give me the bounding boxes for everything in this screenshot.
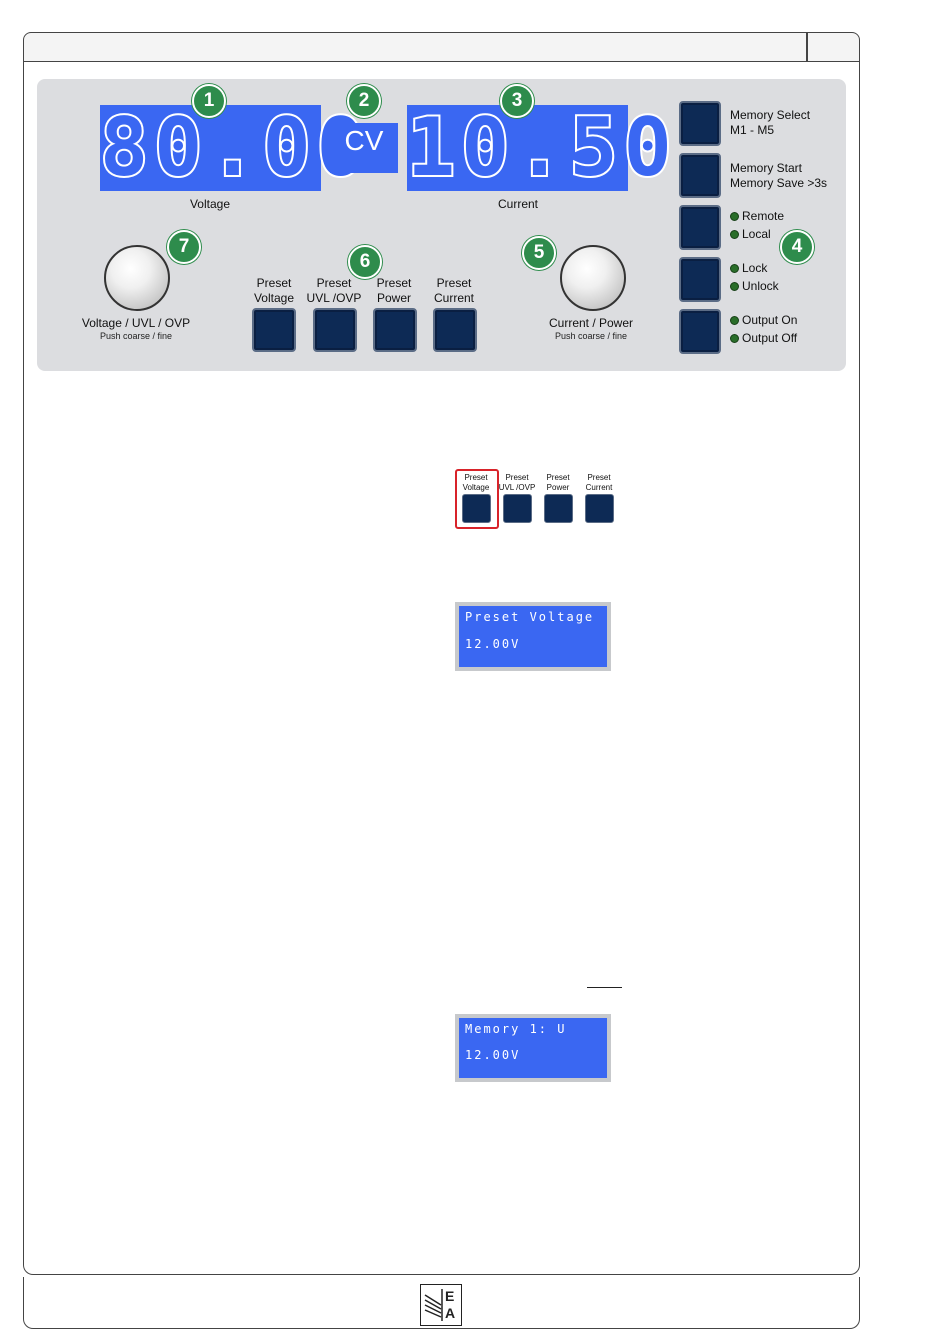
- unlock-label: Unlock: [742, 279, 779, 293]
- mini-preset-uvl-ovp-line2: UVL /OVP: [498, 483, 536, 492]
- mini-preset-power-label: Preset Power: [538, 473, 578, 493]
- mini-preset-current-line1: Preset: [587, 473, 611, 482]
- badge-5: 5: [522, 236, 556, 270]
- preset-power-label: Preset Power: [364, 276, 424, 306]
- mini-preset-uvl-ovp-label: Preset UVL /OVP: [496, 473, 538, 493]
- mini-preset-current-label: Preset Current: [579, 473, 619, 493]
- current-knob-sublabel: Push coarse / fine: [554, 331, 628, 341]
- voltage-knob[interactable]: [104, 245, 170, 311]
- memory-select-label: Memory Select M1 - M5: [730, 108, 810, 138]
- text-underline: [587, 987, 622, 989]
- preset-voltage-highlight: [455, 469, 499, 529]
- lcd-memory-line2: 12.00V: [465, 1048, 521, 1062]
- memory-start-label: Memory Start Memory Save >3s: [730, 161, 827, 191]
- remote-local-button[interactable]: [679, 205, 721, 250]
- current-display: 10.50: [405, 101, 678, 194]
- output-off-label: Output Off: [742, 331, 798, 345]
- voltage-knob-label: Voltage / UVL / OVP: [81, 316, 191, 330]
- output-off-led-icon: [730, 334, 739, 343]
- preset-current-label: Preset Current: [424, 276, 484, 306]
- output-on-led-icon: [730, 316, 739, 325]
- preset-voltage-line1: Preset: [256, 276, 292, 290]
- preset-current-line2: Current: [433, 291, 474, 305]
- page-header-bar: [23, 32, 860, 62]
- voltage-display-value: 80.00: [98, 101, 371, 194]
- mini-preset-power-line1: Preset: [546, 473, 570, 482]
- footer-frame: [23, 1277, 860, 1329]
- mini-preset-voltage-line2: Voltage: [462, 483, 490, 492]
- mode-display: CV: [330, 123, 398, 173]
- mini-preset-power-button[interactable]: [544, 494, 573, 523]
- lcd-preset-voltage-screen: [459, 606, 607, 667]
- preset-uvl-ovp-button[interactable]: [313, 308, 357, 352]
- current-knob[interactable]: [560, 245, 626, 311]
- preset-current-line1: Preset: [436, 276, 472, 290]
- preset-voltage-button[interactable]: [252, 308, 296, 352]
- remote-led-icon: [730, 212, 739, 221]
- mini-preset-power-line2: Power: [546, 483, 570, 492]
- ea-logo-icon: E A: [420, 1284, 462, 1326]
- lcd-memory-screen: [459, 1018, 607, 1078]
- preset-uvl-ovp-label: Preset UVL /OVP: [302, 276, 366, 306]
- preset-power-button[interactable]: [373, 308, 417, 352]
- unlock-led-icon: [730, 282, 739, 291]
- memory-start-line1: Memory Start: [730, 161, 803, 175]
- memory-select-line1: Memory Select: [730, 108, 811, 122]
- mini-preset-voltage-label: Preset Voltage: [456, 473, 496, 493]
- badge-7: 7: [167, 230, 201, 264]
- lock-unlock-button[interactable]: [679, 257, 721, 302]
- memory-select-button[interactable]: [679, 101, 721, 146]
- preset-power-line1: Preset: [376, 276, 412, 290]
- mini-preset-voltage-line1: Preset: [464, 473, 488, 482]
- badge-6: 6: [348, 245, 382, 279]
- voltage-knob-sublabel: Push coarse / fine: [99, 331, 173, 341]
- lock-led-icon: [730, 264, 739, 273]
- output-button[interactable]: [679, 309, 721, 354]
- local-label: Local: [742, 227, 771, 241]
- remote-label: Remote: [742, 209, 785, 223]
- preset-uvl-ovp-line2: UVL /OVP: [306, 291, 362, 305]
- lcd-preset-voltage-line1: Preset Voltage: [465, 610, 595, 624]
- output-on-label: Output On: [742, 313, 798, 327]
- mini-preset-voltage-button[interactable]: [462, 494, 491, 523]
- current-label: Current: [497, 197, 538, 211]
- mini-preset-uvl-ovp-line1: Preset: [505, 473, 529, 482]
- badge-2: 2: [347, 84, 381, 118]
- badge-3: 3: [500, 84, 534, 118]
- current-knob-label: Current / Power: [548, 316, 634, 330]
- mode-display-value: CV: [344, 125, 384, 156]
- header-divider: [806, 33, 808, 61]
- lcd-preset-voltage-line2: 12.00V: [465, 637, 521, 651]
- lock-label: Lock: [742, 261, 768, 275]
- badge-1: 1: [192, 84, 226, 118]
- memory-select-line2: M1 - M5: [730, 123, 775, 137]
- ea-logo-letter-a: A: [445, 1305, 456, 1321]
- local-led-icon: [730, 230, 739, 239]
- preset-current-button[interactable]: [433, 308, 477, 352]
- voltage-display: 80.00: [98, 101, 371, 194]
- lcd-memory-line1: Memory 1: U: [465, 1022, 567, 1036]
- mini-preset-current-line2: Current: [585, 483, 613, 492]
- ea-logo-letter-e: E: [445, 1288, 455, 1304]
- badge-4: 4: [780, 230, 814, 264]
- preset-voltage-line2: Voltage: [253, 291, 295, 305]
- content-frame: [23, 61, 860, 1275]
- mini-preset-current-button[interactable]: [585, 494, 614, 523]
- preset-voltage-label: Preset Voltage: [244, 276, 304, 306]
- ea-logo-stripes-icon: [424, 1289, 443, 1321]
- memory-start-button[interactable]: [679, 153, 721, 198]
- voltage-label: Voltage: [189, 197, 231, 211]
- mini-preset-uvl-ovp-button[interactable]: [503, 494, 532, 523]
- memory-start-line2: Memory Save >3s: [730, 176, 828, 190]
- preset-power-line2: Power: [376, 291, 411, 305]
- current-display-value: 10.50: [405, 101, 678, 194]
- preset-uvl-ovp-line1: Preset: [316, 276, 352, 290]
